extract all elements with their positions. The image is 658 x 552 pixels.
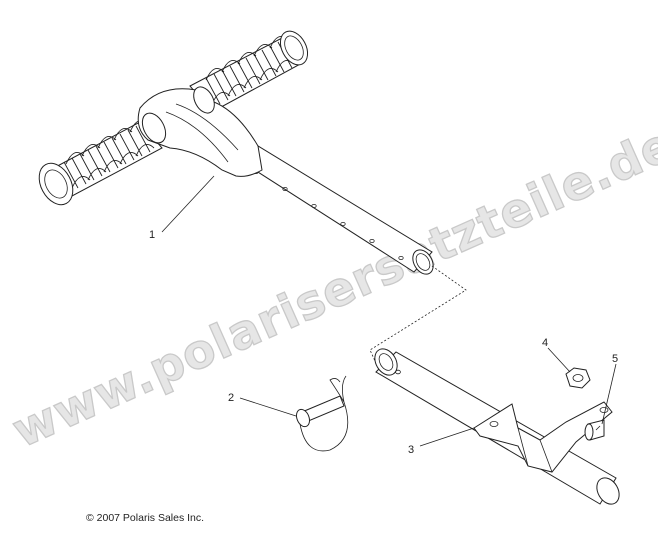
t-handle-part (38, 30, 434, 275)
callout-label-4: 4 (542, 337, 548, 349)
callout-label-5: 5 (612, 353, 618, 365)
pin-clip (299, 375, 349, 452)
handle-shaft (235, 145, 433, 273)
center-yoke (137, 86, 263, 177)
callout-label-3: 3 (408, 444, 414, 456)
pin-head (295, 408, 311, 428)
callout-5: 5 (601, 353, 618, 425)
copyright-notice: © 2007 Polaris Sales Inc. (86, 512, 205, 524)
callout-3: 3 (408, 427, 475, 456)
callout-label-1: 1 (149, 229, 155, 241)
bolt-part (584, 419, 605, 441)
callout-1: 1 (149, 175, 215, 241)
callout-2: 2 (228, 392, 297, 417)
callout-4: 4 (542, 337, 571, 373)
receiver-tube-part (374, 348, 620, 505)
nut-part (565, 367, 591, 389)
shaft-end (412, 249, 434, 275)
callout-label-2: 2 (228, 392, 234, 404)
left-grip (38, 119, 163, 206)
assembly-path (369, 265, 467, 373)
hitch-pin-part (295, 375, 349, 452)
